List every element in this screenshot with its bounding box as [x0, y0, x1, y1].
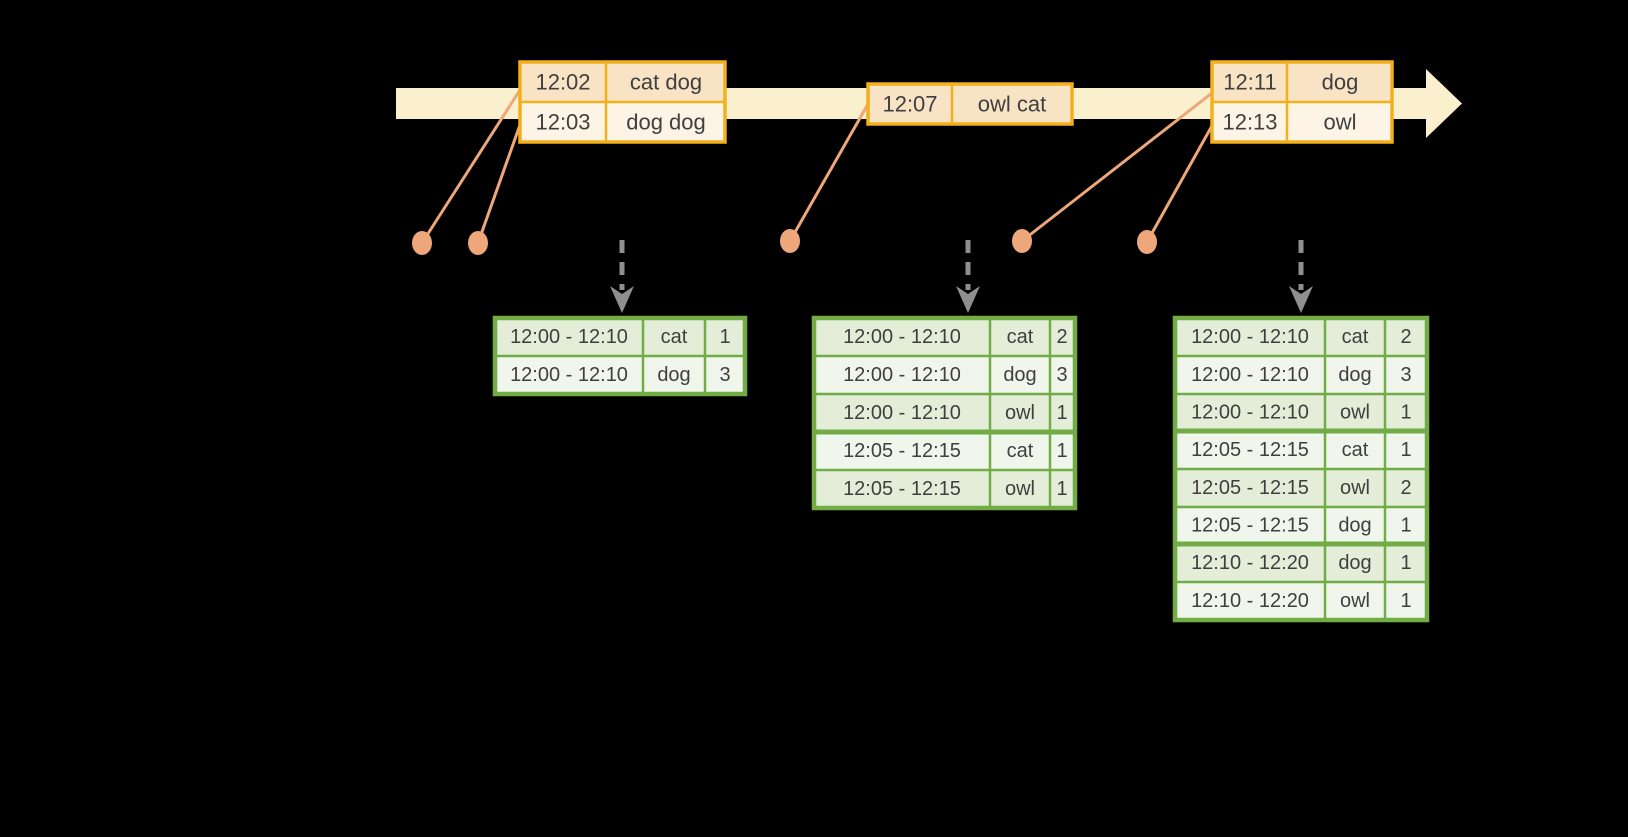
connector-line: [420, 89, 522, 244]
event-words-cell: cat dog: [630, 70, 702, 95]
window-cell: 12:05 - 12:15: [1191, 439, 1309, 461]
event-row: [520, 62, 725, 102]
window-cell: 12:05 - 12:15: [1191, 477, 1309, 499]
count-cell: 2: [1400, 326, 1411, 348]
connector-line: [1021, 91, 1213, 243]
window-cell: 12:00 - 12:10: [843, 326, 961, 348]
event-dot-icon: [780, 229, 800, 253]
event-words-cell: owl: [1323, 110, 1356, 135]
result-table-border: [492, 315, 748, 397]
count-cell: 1: [1056, 478, 1067, 500]
event-table-border: [866, 82, 1074, 126]
count-cell: 1: [1056, 402, 1067, 424]
word-cell: owl: [1005, 478, 1035, 500]
word-cell: dog: [1003, 364, 1036, 386]
count-cell: 2: [1400, 477, 1411, 499]
count-cell: 1: [1400, 439, 1411, 461]
word-cell: dog: [657, 364, 690, 386]
result-table-1: 12:00 - 12:10 cat 1 12:00 - 12:10 dog 3: [492, 315, 748, 397]
window-cell: 12:00 - 12:10: [1191, 326, 1309, 348]
count-cell: 2: [1056, 326, 1067, 348]
event-time-cell: 12:03: [535, 110, 590, 135]
event-table-3: 12:11 dog 12:13 owl: [1210, 60, 1394, 144]
event-row: [868, 84, 1072, 124]
event-connectors: [412, 89, 1215, 255]
word-cell: dog: [1338, 552, 1371, 574]
count-cell: 3: [719, 364, 730, 386]
right-arrow-icon: [1426, 69, 1462, 138]
word-cell: cat: [1007, 326, 1034, 348]
window-cell: 12:05 - 12:15: [843, 478, 961, 500]
word-cell: cat: [1342, 326, 1369, 348]
count-cell: 1: [1400, 515, 1411, 537]
event-dot-icon: [412, 231, 432, 255]
event-row: [520, 102, 725, 142]
window-cell: 12:05 - 12:15: [843, 440, 961, 462]
count-cell: 1: [719, 326, 730, 348]
event-dot-icon: [468, 231, 488, 255]
event-words-cell: owl cat: [978, 92, 1046, 117]
word-cell: owl: [1340, 402, 1370, 424]
result-table-border: [811, 315, 1078, 511]
event-table-1: 12:02 cat dog 12:03 dog dog: [518, 60, 727, 144]
event-row: [1212, 62, 1392, 102]
count-cell: 3: [1056, 364, 1067, 386]
count-cell: 1: [1400, 402, 1411, 424]
window-cell: 12:00 - 12:10: [843, 402, 961, 424]
event-time-cell: 12:02: [535, 70, 590, 95]
event-time-cell: 12:11: [1223, 70, 1276, 95]
result-row: [814, 394, 1075, 432]
count-cell: 1: [1400, 590, 1411, 612]
count-cell: 1: [1400, 552, 1411, 574]
word-cell: owl: [1005, 402, 1035, 424]
event-table-border: [518, 60, 727, 144]
event-words-cell: dog dog: [626, 110, 706, 135]
word-cell: owl: [1340, 477, 1370, 499]
down-arrowhead-icon: [610, 286, 634, 313]
word-cell: dog: [1338, 364, 1371, 386]
window-cell: 12:00 - 12:10: [1191, 364, 1309, 386]
trigger-arrows: [610, 240, 1313, 313]
event-dot-icon: [1137, 230, 1157, 254]
word-cell: owl: [1340, 590, 1370, 612]
window-cell: 12:10 - 12:20: [1191, 552, 1309, 574]
result-table-2: 12:00 - 12:10 cat 2 12:00 - 12:10 dog 3 …: [811, 315, 1078, 511]
result-table-border: [1172, 315, 1430, 623]
window-cell: 12:00 - 12:10: [510, 326, 628, 348]
count-cell: 3: [1400, 364, 1411, 386]
event-dot-icon: [1012, 229, 1032, 253]
down-arrowhead-icon: [1289, 286, 1313, 313]
window-cell: 12:00 - 12:10: [510, 364, 628, 386]
word-cell: dog: [1338, 515, 1371, 537]
result-row: [814, 318, 1075, 356]
window-cell: 12:10 - 12:20: [1191, 590, 1309, 612]
result-row: [495, 318, 745, 356]
result-row: [814, 432, 1075, 470]
window-cell: 12:00 - 12:10: [1191, 402, 1309, 424]
event-time-cell: 12:13: [1222, 110, 1277, 135]
count-cell: 1: [1056, 440, 1067, 462]
result-row: [495, 356, 745, 394]
window-cell: 12:00 - 12:10: [843, 364, 961, 386]
event-time-cell: 12:07: [882, 92, 937, 117]
connector-line: [1145, 123, 1215, 243]
connector-line: [788, 103, 870, 242]
word-cell: cat: [661, 326, 688, 348]
result-row: [814, 470, 1075, 508]
down-arrowhead-icon: [956, 286, 980, 313]
event-table-border: [1210, 60, 1394, 144]
event-row: [1212, 102, 1392, 142]
window-cell: 12:05 - 12:15: [1191, 515, 1309, 537]
word-cell: cat: [1342, 439, 1369, 461]
result-row: [814, 356, 1075, 394]
word-cell: cat: [1007, 440, 1034, 462]
connector-line: [476, 121, 523, 244]
event-words-cell: dog: [1322, 70, 1359, 95]
result-table-3: 12:00 - 12:10 cat 2 12:00 - 12:10 dog 3 …: [1172, 315, 1430, 623]
event-table-2: 12:07 owl cat: [866, 82, 1074, 126]
